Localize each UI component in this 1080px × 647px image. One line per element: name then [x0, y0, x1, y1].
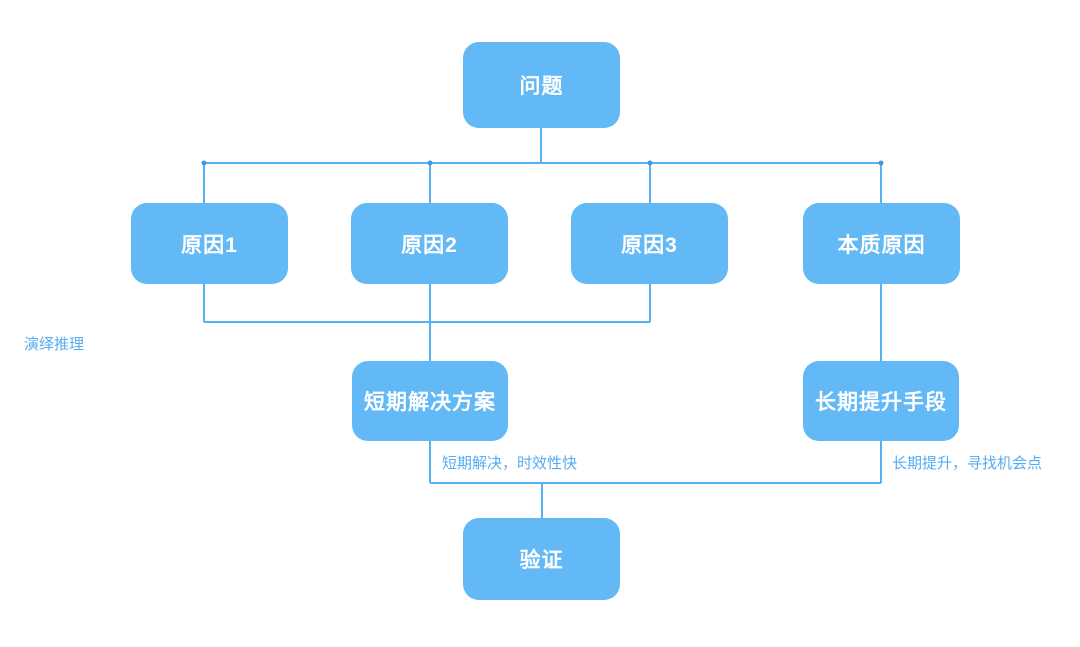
node-short-term[interactable]: 短期解决方案 [352, 361, 508, 441]
node-root-cause[interactable]: 本质原因 [803, 203, 960, 284]
node-long-term[interactable]: 长期提升手段 [803, 361, 959, 441]
node-label: 本质原因 [837, 233, 926, 257]
node-label: 原因3 [621, 233, 678, 257]
node-cause-1[interactable]: 原因1 [131, 203, 288, 284]
annotation-deductive-reasoning: 演绎推理 [24, 336, 85, 353]
node-problem[interactable]: 问题 [463, 42, 620, 128]
node-verify[interactable]: 验证 [463, 518, 620, 600]
junction-dot [201, 160, 207, 166]
junction-dot [427, 160, 433, 166]
node-label: 原因1 [181, 233, 238, 257]
node-label: 验证 [519, 549, 564, 572]
node-label: 问题 [519, 75, 564, 98]
node-cause-3[interactable]: 原因3 [571, 203, 728, 284]
junction-dot [647, 160, 653, 166]
node-label: 长期提升手段 [815, 391, 947, 414]
node-label: 原因2 [401, 233, 458, 257]
node-cause-2[interactable]: 原因2 [351, 203, 508, 284]
junction-dot [878, 160, 884, 166]
annotation-long-term-note: 长期提升，寻找机会点 [892, 455, 1043, 472]
annotation-short-term-note: 短期解决，时效性快 [442, 455, 578, 472]
node-label: 短期解决方案 [364, 391, 496, 414]
